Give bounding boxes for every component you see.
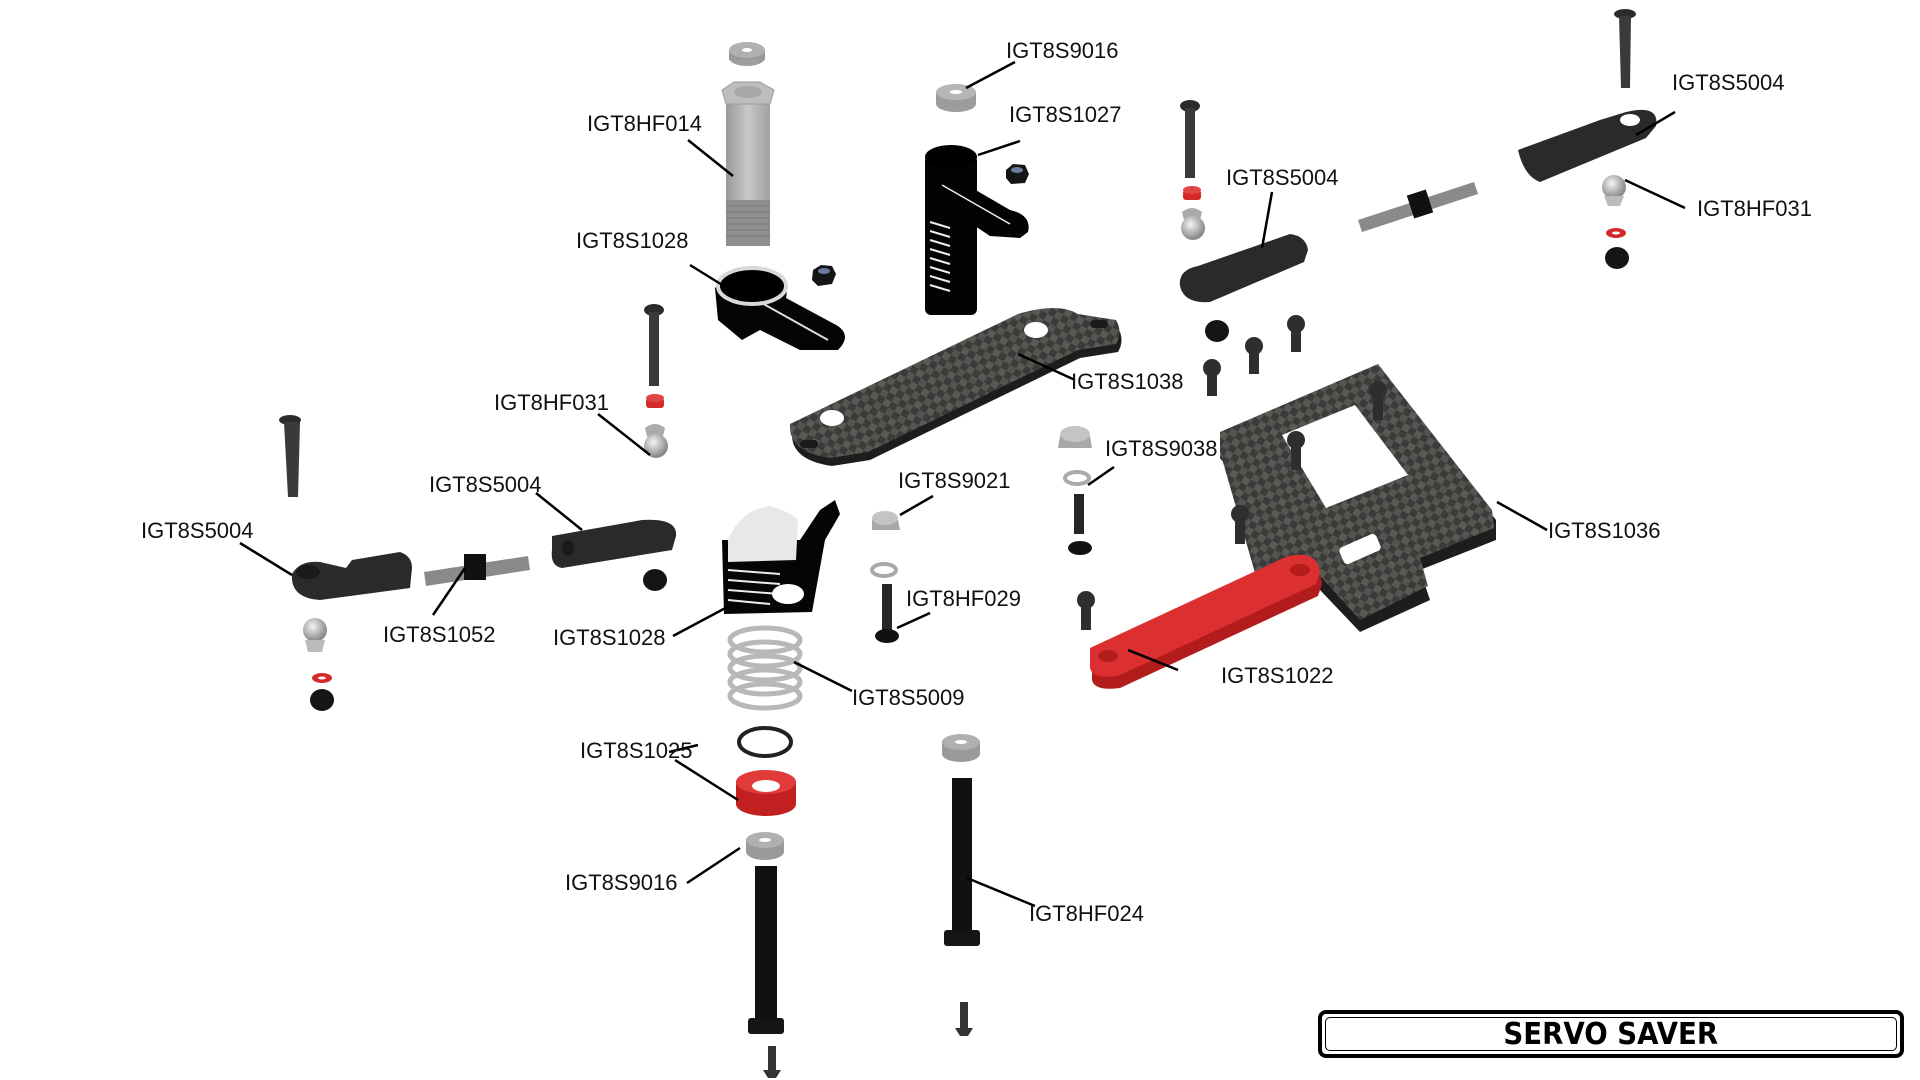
spacer-top-left	[729, 42, 765, 66]
callout-label: IGT8S1036	[1548, 518, 1661, 543]
bolt-right-1	[1180, 100, 1200, 178]
countersunk-bolt-right	[1614, 9, 1636, 88]
callout-label: IGT8S1028	[576, 228, 689, 253]
o-ring	[737, 726, 793, 758]
callout-label: IGT8S1038	[1071, 369, 1184, 394]
servo-saver-arm	[925, 145, 1029, 315]
title-banner: SERVO SAVER	[1318, 1010, 1904, 1058]
ball-stud-far-right	[1602, 175, 1626, 206]
spacer-top-center	[936, 84, 976, 112]
shoulder-screw	[875, 584, 899, 643]
rod-end-right	[1518, 109, 1657, 182]
ball-stud-left	[303, 618, 327, 652]
leader-lines	[239, 60, 1686, 908]
ball-stud-bolt	[644, 304, 664, 386]
callout-label: IGT8HF014	[587, 111, 702, 136]
nylon-nut	[812, 265, 836, 286]
rod-end-left	[291, 552, 412, 600]
nylon-nut	[1006, 164, 1029, 184]
aluminum-post	[721, 81, 775, 246]
shoulder-screw-right	[1068, 494, 1092, 555]
countersunk-screw	[955, 1002, 973, 1036]
ball-stud-right	[1181, 208, 1205, 240]
red-spacer	[646, 394, 664, 408]
plate-screws	[1077, 315, 1387, 630]
callout-label: IGT8S5009	[852, 685, 965, 710]
servo-saver-body	[722, 500, 840, 614]
turnbuckle-right	[1358, 182, 1478, 232]
nut-far-right	[1605, 247, 1629, 269]
spring	[727, 625, 803, 711]
callout-label: IGT8S5004	[141, 518, 254, 543]
nut-left	[310, 689, 334, 711]
callout-label: IGT8S9021	[898, 468, 1011, 493]
red-spacer-left	[312, 673, 332, 683]
callout-label: IGT8S1022	[1221, 663, 1334, 688]
spacer-bottom-right	[942, 734, 980, 762]
post-bottom-left	[748, 866, 784, 1034]
callout-label: IGT8S5004	[429, 472, 542, 497]
rod-end-right-center	[1179, 234, 1308, 303]
flanged-bushing	[872, 511, 900, 530]
callout-label: IGT8S1025	[580, 738, 693, 763]
nut-right-center	[1205, 320, 1229, 342]
callout-label: IGT8S5004	[1672, 70, 1785, 95]
bushing-right	[1058, 426, 1092, 448]
countersunk-screw	[763, 1046, 781, 1078]
red-spacer-right	[1183, 186, 1201, 200]
callout-label: IGT8S5004	[1226, 165, 1339, 190]
post-bottom-right	[944, 778, 980, 946]
callout-label: IGT8S9016	[565, 870, 678, 895]
callout-label: IGT8HF031	[494, 390, 609, 415]
callout-label: IGT8HF031	[1697, 196, 1812, 221]
washer	[870, 562, 898, 578]
title-banner-inner: SERVO SAVER	[1325, 1016, 1897, 1052]
spacer-bottom-left	[746, 832, 784, 860]
callout-label: IGT8HF029	[906, 586, 1021, 611]
callout-label: IGT8S9038	[1105, 436, 1218, 461]
red-adjuster-nut	[736, 770, 796, 816]
callout-label: IGT8S9016	[1006, 38, 1119, 63]
rod-end-center-left	[551, 519, 677, 568]
carbon-link-plate	[789, 308, 1122, 466]
callout-label: IGT8S1052	[383, 622, 496, 647]
servo-horn-upper	[715, 266, 845, 350]
red-spacer-far-right	[1606, 228, 1626, 238]
diagram-title: SERVO SAVER	[1503, 1016, 1719, 1052]
ball-stud	[644, 424, 668, 458]
callout-label: IGT8S1027	[1009, 102, 1122, 127]
washer-right	[1063, 470, 1091, 486]
callout-label: IGT8HF024	[1029, 901, 1144, 926]
turnbuckle	[424, 554, 530, 586]
countersunk-bolt	[279, 415, 301, 497]
callout-label: IGT8S1028	[553, 625, 666, 650]
nut-small	[643, 569, 667, 591]
